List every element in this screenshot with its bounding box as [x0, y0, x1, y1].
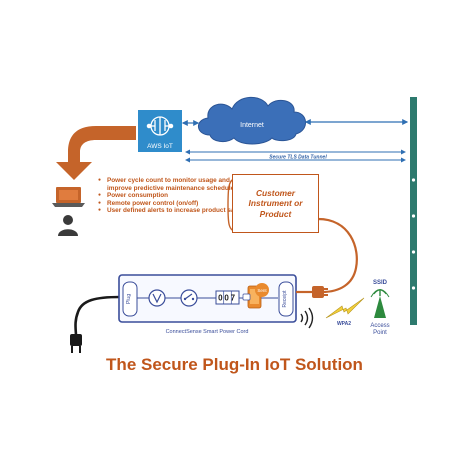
plug-label: Plug	[126, 294, 132, 304]
tunnel-label: Secure TLS Data Tunnel	[269, 155, 327, 161]
aws-iot-box: AWS IoT	[138, 110, 182, 152]
feature-item: Remote power control (on/off)	[98, 200, 248, 208]
wpa-label: WPA2	[337, 321, 351, 327]
receipt-label: Receipt	[282, 290, 288, 308]
usage-counter: 007	[215, 290, 240, 305]
cloud-label: Internet	[240, 122, 264, 129]
aws-label: AWS IoT	[147, 143, 173, 150]
smart-power-cord: Plug Receipt 007 Sent	[118, 274, 297, 323]
access-point-label-2: Point	[373, 330, 387, 336]
wall	[410, 97, 417, 325]
phone-badge: Sent	[257, 288, 267, 293]
access-point-icon	[370, 289, 390, 318]
wifi-icon	[300, 307, 314, 329]
phone-icon: Sent	[242, 283, 269, 309]
access-point-label-1: Access	[370, 323, 389, 329]
device-caption: ConnectSense Smart Power Cord	[166, 329, 249, 335]
laptop-icon	[52, 187, 85, 207]
voltmeter-icon	[148, 289, 166, 307]
feature-list: Power cycle count to monitor usage and i…	[98, 177, 248, 215]
switch-icon	[180, 289, 198, 307]
user-icon	[58, 215, 78, 236]
feature-item: User defined alerts to increase product …	[98, 207, 248, 215]
counter-digits: 007	[218, 294, 237, 303]
customer-product-box: Customer Instrument or Product	[232, 174, 319, 233]
outlet-plug	[296, 286, 328, 298]
data-flow-arrow	[56, 126, 136, 180]
aws-iot-icon	[146, 116, 174, 136]
power-plug-icon	[71, 346, 81, 353]
feature-item: Power cycle count to monitor usage and i…	[98, 177, 248, 192]
feature-item: Power consumption	[98, 192, 248, 200]
secure-tunnel: Secure TLS Data Tunnel	[185, 149, 406, 163]
ssid-label: SSID	[373, 280, 388, 286]
internet-cloud: Internet	[198, 96, 306, 145]
product-cord	[317, 217, 358, 294]
page-title: The Secure Plug-In IoT Solution	[106, 355, 363, 374]
product-box-label: Customer Instrument or Product	[248, 187, 303, 219]
power-cable	[70, 295, 121, 353]
lightning-bolt	[325, 297, 365, 319]
